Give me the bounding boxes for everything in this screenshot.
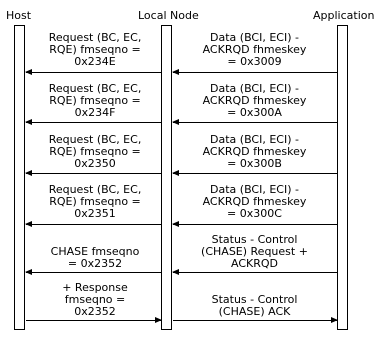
- label-line: 0x234E: [74, 55, 116, 68]
- label-line: + Response: [62, 281, 128, 294]
- local-node-message-label: Status - Control (CHASE) ACK: [173, 294, 336, 318]
- label-line: = 0x3009: [227, 55, 282, 68]
- host-message-label: Request (BC, EC, RQE) fmseqno = 0x234F: [30, 83, 160, 119]
- host-message-label: Request (BC, EC, RQE) fmseqno = 0x2350: [30, 134, 160, 170]
- label-line: ACKRQD fhmeskey: [202, 43, 307, 56]
- label-line: Data (BCI, ECI) -: [210, 133, 299, 146]
- host-message-label: + Response fmseqno = 0x2352: [30, 282, 160, 318]
- arrow-to-host: [25, 221, 161, 227]
- label-line: Request (BC, EC,: [48, 133, 142, 146]
- arrow-to-local-node: [172, 69, 337, 75]
- header-application: Application: [313, 9, 375, 22]
- label-line: = 0x300B: [227, 157, 282, 170]
- label-line: RQE) fmseqno =: [49, 145, 141, 158]
- label-line: RQE) fmseqno =: [49, 43, 141, 56]
- application-message-label: Data (BCI, ECI) - ACKRQD fhmeskey = 0x30…: [173, 83, 336, 119]
- arrow-to-host: [25, 269, 161, 275]
- label-line: 0x2351: [74, 207, 116, 220]
- application-message-label: Data (BCI, ECI) - ACKRQD fhmeskey = 0x30…: [173, 134, 336, 170]
- host-message-label: Request (BC, EC, RQE) fmseqno = 0x2351: [30, 184, 160, 220]
- label-line: Status - Control: [211, 233, 298, 246]
- application-message-label: Data (BCI, ECI) - ACKRQD fhmeskey = 0x30…: [173, 32, 336, 68]
- arrow-to-local-node: [172, 269, 337, 275]
- label-line: 0x2352: [74, 305, 116, 318]
- header-host: Host: [6, 9, 32, 22]
- label-line: ACKRQD fhmeskey: [202, 94, 307, 107]
- label-line: Data (BCI, ECI) -: [210, 183, 299, 196]
- label-line: ACKRQD fhmeskey: [202, 145, 307, 158]
- label-line: Data (BCI, ECI) -: [210, 31, 299, 44]
- label-line: fmseqno =: [64, 293, 126, 306]
- arrow-to-application: [173, 317, 338, 323]
- label-line: RQE) fmseqno =: [49, 195, 141, 208]
- host-message-label: CHASE fmseqno = 0x2352: [30, 246, 160, 270]
- label-line: = 0x300A: [227, 106, 282, 119]
- arrow-to-local-node: [172, 170, 337, 176]
- arrow-to-host: [25, 69, 161, 75]
- arrow-to-local-node: [172, 221, 337, 227]
- arrow-to-local-node: [26, 317, 162, 323]
- label-line: 0x234F: [74, 106, 116, 119]
- application-message-label: Status - Control (CHASE) Request + ACKRQ…: [173, 234, 336, 270]
- application-lifeline: [337, 25, 348, 330]
- label-line: ACKRQD: [231, 257, 278, 270]
- arrow-to-host: [25, 170, 161, 176]
- host-lifeline: [14, 25, 25, 330]
- label-line: = 0x300C: [227, 207, 282, 220]
- label-line: (CHASE) ACK: [218, 305, 291, 318]
- arrow-to-host: [25, 119, 161, 125]
- arrow-to-local-node: [172, 119, 337, 125]
- header-local-node: Local Node: [138, 9, 199, 22]
- label-line: Status - Control: [211, 293, 298, 306]
- label-line: Request (BC, EC,: [48, 183, 142, 196]
- label-line: 0x2350: [74, 157, 116, 170]
- label-line: ACKRQD fhmeskey: [202, 195, 307, 208]
- label-line: (CHASE) Request +: [201, 245, 308, 258]
- local-node-lifeline: [161, 25, 172, 330]
- label-line: Data (BCI, ECI) -: [210, 82, 299, 95]
- label-line: Request (BC, EC,: [48, 31, 142, 44]
- host-message-label: Request (BC, EC, RQE) fmseqno = 0x234E: [30, 32, 160, 68]
- label-line: CHASE fmseqno: [50, 245, 140, 258]
- application-message-label: Data (BCI, ECI) - ACKRQD fhmeskey = 0x30…: [173, 184, 336, 220]
- label-line: = 0x2352: [67, 257, 123, 270]
- label-line: RQE) fmseqno =: [49, 94, 141, 107]
- label-line: Request (BC, EC,: [48, 82, 142, 95]
